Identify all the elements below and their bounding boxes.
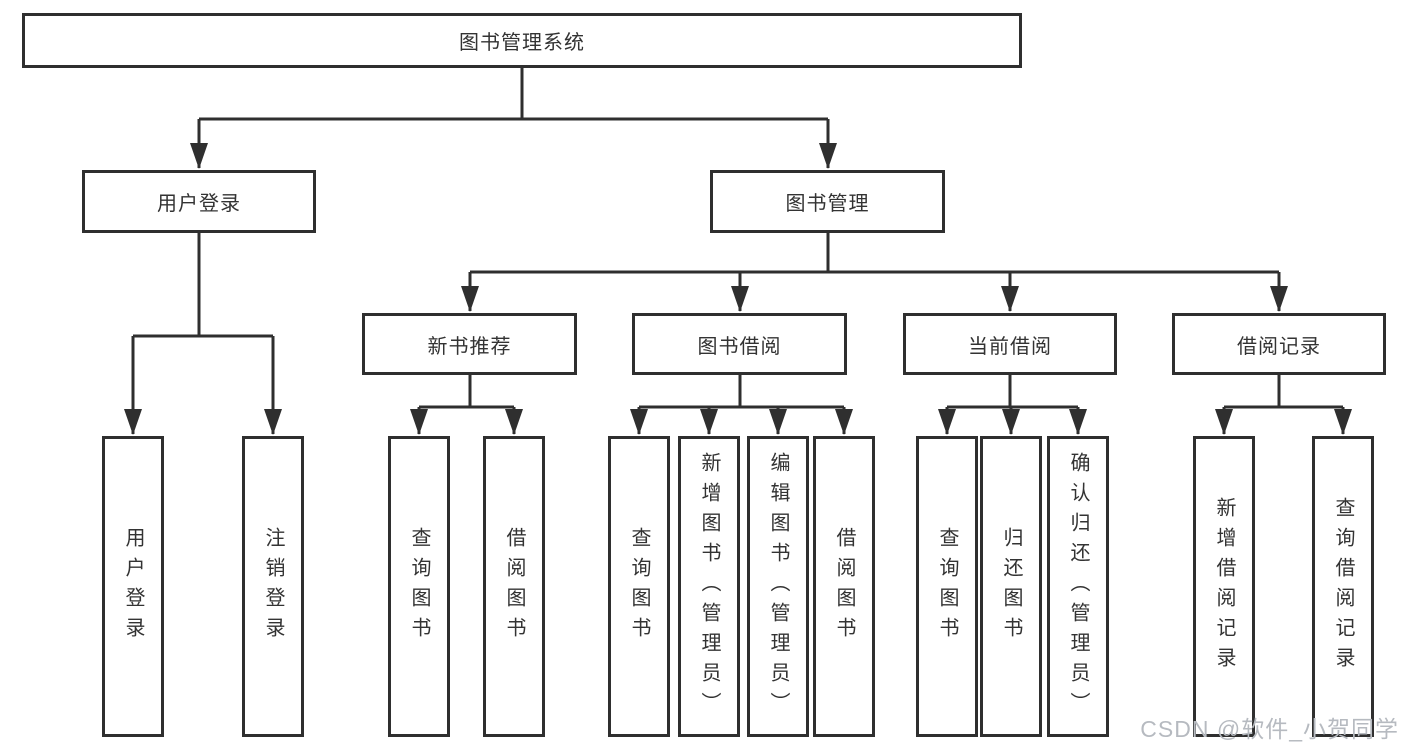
node-label: 查询图书 (936, 526, 958, 647)
leaf-bb-borrow-books: 借阅图书 (813, 436, 875, 737)
node-borrow-records: 借阅记录 (1172, 313, 1386, 375)
node-label: 借阅图书 (503, 526, 525, 647)
node-book-management: 图书管理 (710, 170, 945, 233)
leaf-logout: 注销登录 (242, 436, 304, 737)
leaf-bb-query-books: 查询图书 (608, 436, 670, 737)
node-label: 借阅图书 (833, 526, 855, 647)
node-label: 新增借阅记录 (1213, 496, 1235, 677)
node-label: 确认归还（管理员） (1067, 451, 1089, 722)
leaf-bb-add-books-admin: 新增图书（管理员） (678, 436, 740, 737)
node-label: 用户登录 (157, 193, 241, 215)
leaf-br-query-record: 查询借阅记录 (1312, 436, 1374, 737)
node-label: 查询借阅记录 (1332, 496, 1354, 677)
node-root-library-system: 图书管理系统 (22, 13, 1022, 68)
node-label: 新书推荐 (427, 335, 512, 358)
node-label: 图书管理 (785, 193, 870, 215)
node-new-book-recommend: 新书推荐 (362, 313, 577, 375)
node-label: 图书借阅 (697, 335, 782, 358)
node-label: 当前借阅 (968, 335, 1052, 358)
node-user-login: 用户登录 (82, 170, 316, 233)
node-label: 查询图书 (408, 526, 430, 647)
node-current-borrow: 当前借阅 (903, 313, 1117, 375)
leaf-cb-return-books: 归还图书 (980, 436, 1042, 737)
node-book-borrow: 图书借阅 (632, 313, 847, 375)
leaf-cb-confirm-return-admin: 确认归还（管理员） (1047, 436, 1109, 737)
node-label: 注销登录 (262, 526, 284, 647)
node-label: 借阅记录 (1237, 335, 1321, 358)
node-label: 新增图书（管理员） (698, 451, 720, 722)
node-label: 编辑图书（管理员） (767, 451, 789, 722)
node-label: 用户登录 (122, 526, 144, 647)
leaf-br-add-record: 新增借阅记录 (1193, 436, 1255, 737)
leaf-cb-query-books: 查询图书 (916, 436, 978, 737)
leaf-bb-edit-books-admin: 编辑图书（管理员） (747, 436, 809, 737)
node-label: 归还图书 (1000, 526, 1022, 647)
node-label: 查询图书 (628, 526, 650, 647)
leaf-nb-borrow-books: 借阅图书 (483, 436, 545, 737)
leaf-user-login: 用户登录 (102, 436, 164, 737)
leaf-nb-query-books: 查询图书 (388, 436, 450, 737)
node-label: 图书管理系统 (459, 32, 585, 54)
